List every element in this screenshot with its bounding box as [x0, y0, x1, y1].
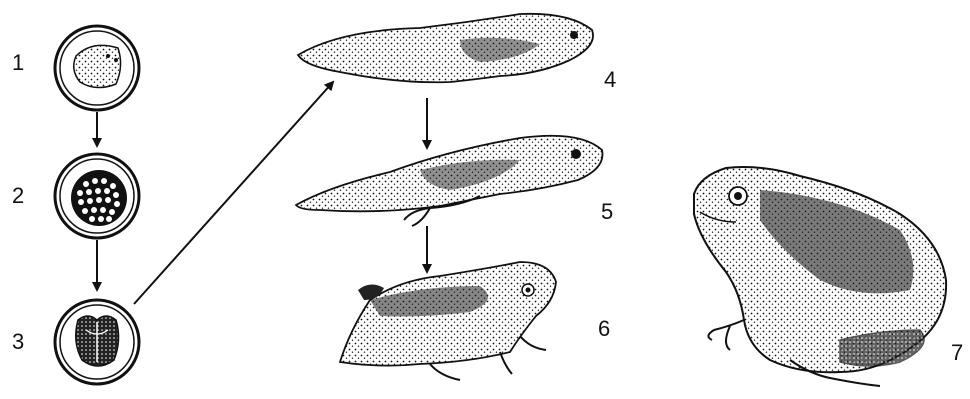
stage-1-egg [55, 26, 139, 110]
stage-5-tadpole-with-legs [296, 136, 603, 226]
arrow-3-to-4 [134, 82, 333, 304]
stage-2-label: 2 [12, 185, 24, 207]
stage-6-young-frog [340, 262, 556, 380]
stage-1-label: 1 [12, 52, 24, 74]
stage-2-dividing-egg [55, 154, 139, 238]
stage-7-label: 7 [951, 342, 963, 364]
stage-5-label: 5 [601, 201, 613, 223]
stage-4-label: 4 [604, 69, 616, 91]
stage-3-embryo [55, 300, 139, 384]
stage-6-label: 6 [598, 318, 610, 340]
stage-4-tadpole [298, 14, 593, 82]
stage-7-adult-frog [694, 167, 946, 386]
stage-3-label: 3 [12, 331, 24, 353]
